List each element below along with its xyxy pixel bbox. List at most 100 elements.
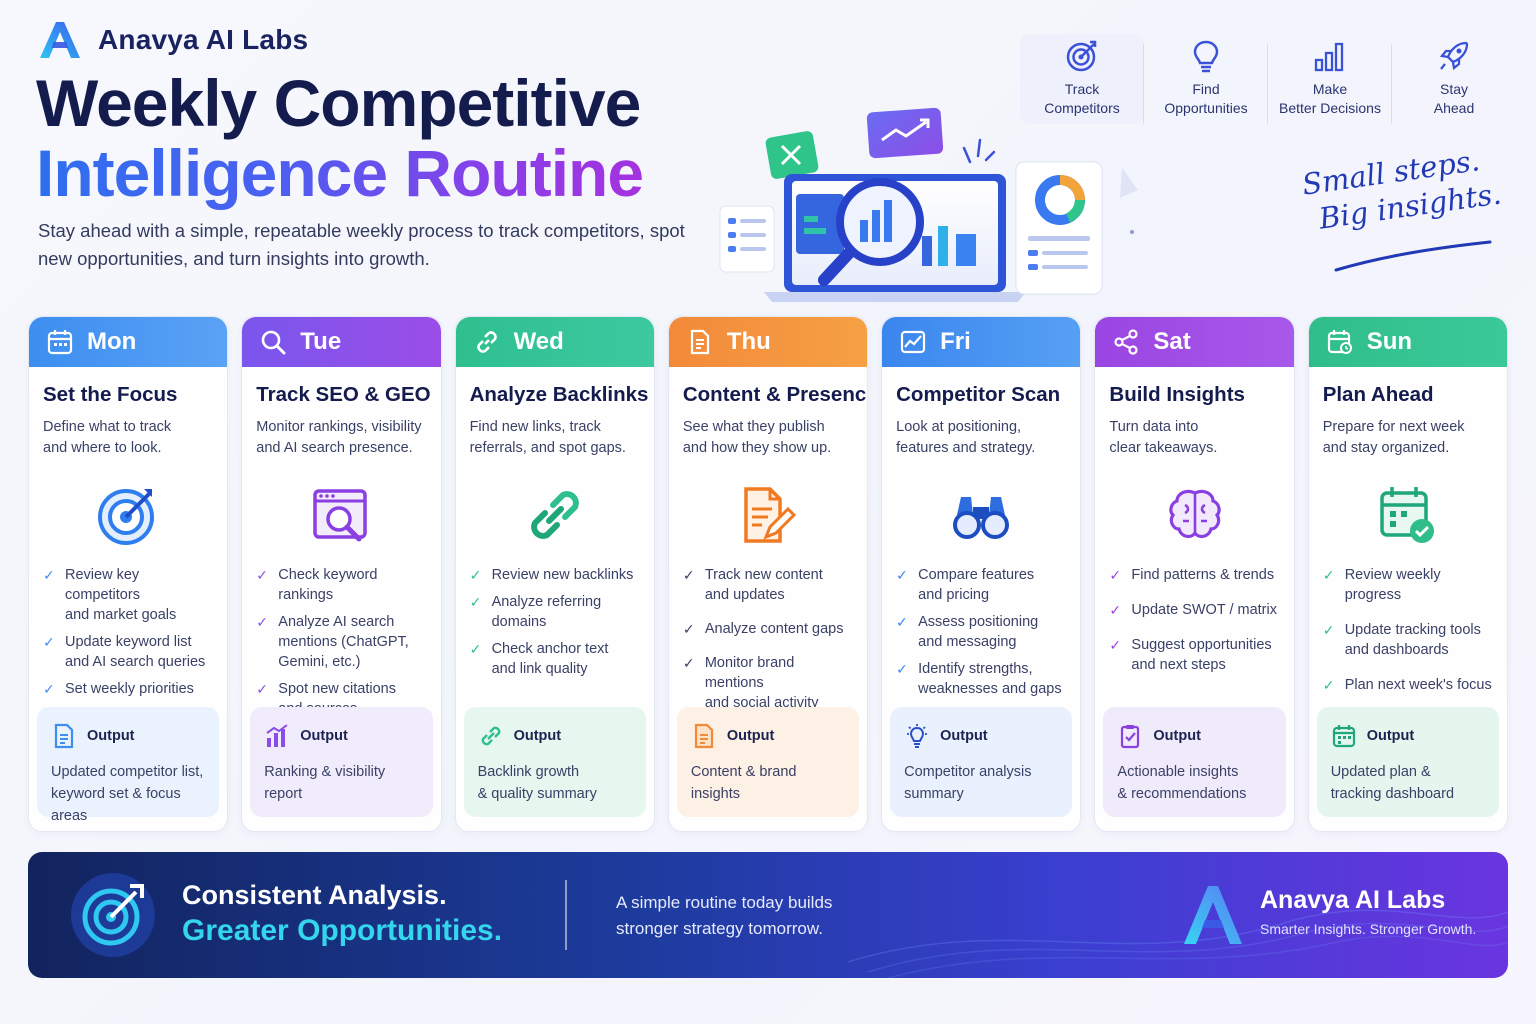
task-list: ✓Compare features and pricing ✓Assess po… — [896, 565, 1066, 699]
output-box: Output Content & brand insights — [676, 707, 860, 817]
output-box: Output Backlink growth & quality summary — [463, 707, 646, 817]
brand-logo-block: Anavya AI Labs — [36, 18, 308, 62]
list-item: ✓Check keyword rankings — [256, 567, 378, 603]
check-icon: ✓ — [469, 567, 482, 583]
banner-headline-1: Consistent Analysis. — [182, 880, 447, 910]
page-title-line1: Weekly Competitive — [36, 66, 641, 140]
day-name: Thu — [726, 328, 771, 355]
day-header: Thu — [668, 317, 868, 367]
day-card-wed: Wed Analyze Backlinks Find new links, tr… — [454, 316, 655, 832]
list-item: ✓Check anchor text and link quality — [469, 641, 609, 677]
page-subtitle: Stay ahead with a simple, repeatable wee… — [38, 220, 685, 269]
check-icon: ✓ — [1322, 677, 1335, 693]
check-icon: ✓ — [896, 661, 908, 677]
check-icon: ✓ — [682, 655, 695, 671]
list-item: ✓Analyze content gaps — [682, 621, 844, 637]
feature-label: Make Better Decisions — [1279, 81, 1381, 116]
day-card-sat: Sat Build Insights Turn data into clear … — [1094, 316, 1295, 832]
output-label: Output — [87, 728, 135, 744]
output-text: Updated plan & tracking dashboard — [1330, 764, 1455, 802]
calendar-icon — [45, 327, 75, 357]
check-icon: ✓ — [469, 641, 482, 657]
feature-strip: Track Competitors Find Opportunities Mak… — [1020, 34, 1516, 124]
day-title: Analyze Backlinks — [469, 383, 649, 406]
list-item: ✓Analyze referring domains — [469, 594, 602, 630]
day-header: Tue — [242, 317, 441, 367]
list-item: ✓Plan next week's focus — [1322, 677, 1492, 693]
link-icon — [472, 327, 502, 357]
day-name: Sat — [1153, 328, 1191, 355]
output-label: Output — [940, 728, 988, 744]
target-illustration-icon — [43, 471, 213, 559]
day-name: Sun — [1366, 328, 1413, 355]
calendar-check-illustration-icon — [1323, 471, 1493, 559]
day-card-mon: Mon Set the Focus Define what to track a… — [28, 316, 229, 832]
feature-find-opportunities: Find Opportunities — [1144, 34, 1268, 124]
analytics-illustration — [719, 107, 1138, 302]
banner-headline-2: Greater Opportunities. — [182, 914, 503, 947]
list-item: ✓Monitor brand mentions and social activ… — [682, 655, 819, 711]
output-text: Actionable insights & recommendations — [1117, 764, 1247, 802]
task-list: ✓Check keyword rankings ✓Analyze AI sear… — [256, 565, 426, 719]
output-box: Output Ranking & visibility report — [250, 707, 433, 817]
output-box: Output Updated competitor list, keyword … — [37, 707, 220, 824]
task-list: ✓Review weekly progress ✓Update tracking… — [1323, 565, 1493, 695]
day-title: Competitor Scan — [896, 383, 1061, 406]
output-label: Output — [726, 728, 775, 744]
banner-slogan: Smarter Insights. Stronger Growth. — [1260, 921, 1477, 937]
tagline-underline — [1334, 240, 1492, 272]
day-description: Turn data into clear takeaways. — [1109, 419, 1218, 456]
search-icon — [258, 327, 288, 357]
check-icon: ✓ — [43, 567, 55, 583]
check-icon: ✓ — [896, 567, 908, 583]
output-text: Competitor analysis summary — [904, 764, 1032, 802]
day-header: Sun — [1308, 317, 1507, 367]
list-item: ✓Compare features and pricing — [896, 567, 1035, 603]
line-chart-icon — [898, 327, 928, 357]
task-list: ✓Review new backlinks ✓Analyze referring… — [470, 565, 640, 679]
calendar-icon — [1332, 725, 1355, 748]
check-icon: ✓ — [1109, 637, 1122, 653]
day-card-thu: Thu Content & Presence See what they pub… — [667, 316, 869, 832]
feature-stay-ahead: Stay Ahead — [1392, 34, 1516, 124]
check-icon: ✓ — [896, 614, 908, 630]
task-list: ✓Find patterns & trends ✓Update SWOT / m… — [1109, 565, 1279, 675]
check-icon: ✓ — [43, 681, 55, 697]
document-icon — [54, 723, 74, 749]
list-item: ✓Identify strengths, weaknesses and gaps — [896, 661, 1062, 697]
page-title-line2: Intelligence Routine — [36, 136, 644, 210]
document-icon — [685, 327, 715, 357]
bar-chart-icon — [266, 724, 288, 747]
list-item: ✓Analyze AI search mentions (ChatGPT, Ge… — [256, 614, 409, 670]
day-title: Track SEO & GEO — [256, 383, 431, 406]
share-nodes-icon — [1111, 327, 1141, 357]
day-title: Build Insights — [1109, 383, 1245, 406]
list-item: ✓Suggest opportunities and next steps — [1109, 637, 1272, 673]
output-label: Output — [300, 728, 348, 744]
output-box: Output Updated plan & tracking dashboard — [1316, 707, 1499, 817]
feature-label: Stay Ahead — [1433, 81, 1475, 116]
chain-link-illustration-icon — [470, 471, 640, 559]
feature-better-decisions: Make Better Decisions — [1268, 34, 1392, 124]
banner-divider — [565, 880, 567, 950]
check-icon: ✓ — [256, 614, 269, 630]
clipboard-icon — [1121, 725, 1140, 749]
day-title: Plan Ahead — [1322, 383, 1434, 406]
output-box: Output Competitor analysis summary — [890, 707, 1073, 817]
target-icon — [1066, 40, 1097, 72]
task-list: ✓Review key competitors and market goals… — [43, 565, 213, 699]
day-card-fri: Fri Competitor Scan Look at positioning,… — [881, 316, 1082, 832]
wave-decoration — [847, 909, 1508, 978]
day-name: Wed — [513, 328, 564, 355]
day-header: Fri — [882, 317, 1081, 367]
output-text: Backlink growth & quality summary — [477, 764, 597, 802]
lightbulb-icon — [1193, 40, 1219, 73]
lightbulb-icon — [907, 724, 928, 748]
list-item: ✓Find patterns & trends — [1109, 567, 1275, 583]
check-icon: ✓ — [682, 621, 695, 637]
browser-search-illustration-icon — [256, 471, 426, 559]
feature-label: Find Opportunities — [1164, 81, 1248, 116]
list-item: ✓Update keyword list and AI search queri… — [43, 634, 206, 670]
check-icon: ✓ — [256, 681, 269, 697]
link-icon — [481, 726, 500, 746]
